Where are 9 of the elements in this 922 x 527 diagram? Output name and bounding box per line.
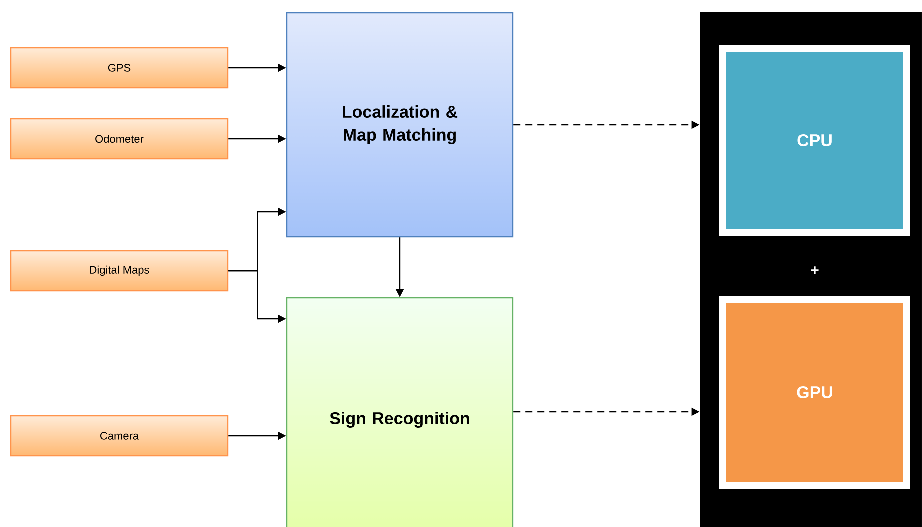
process-box: Sign Recognition [286, 297, 514, 527]
input-box: Digital Maps [10, 250, 229, 292]
input-box: Odometer [10, 118, 229, 160]
input-box: GPS [10, 47, 229, 89]
processor-box: CPU [720, 45, 910, 236]
input-box: Camera [10, 415, 229, 457]
process-box: Localization & Map Matching [286, 12, 514, 238]
plus-sign: + [811, 266, 819, 274]
processor-box: GPU [720, 296, 910, 489]
